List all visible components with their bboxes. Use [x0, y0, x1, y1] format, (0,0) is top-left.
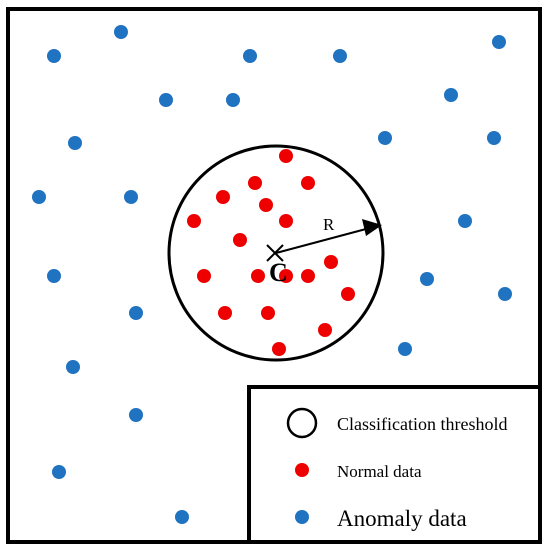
- normal-data-point: [341, 287, 355, 301]
- normal-data-point: [324, 255, 338, 269]
- anomaly-data-point: [243, 49, 257, 63]
- legend-label-classification-threshold: Classification threshold: [337, 414, 507, 434]
- anomaly-data-point: [129, 306, 143, 320]
- circle-outline-icon: [286, 407, 318, 439]
- radius-label: R: [323, 215, 335, 234]
- normal-data-point: [318, 323, 332, 337]
- anomaly-data-point: [420, 272, 434, 286]
- normal-data-point: [187, 214, 201, 228]
- cross-icon: [266, 244, 284, 262]
- anomaly-data-point: [124, 190, 138, 204]
- anomaly-data-point: [159, 93, 173, 107]
- legend-item-normal-data: Normal data: [295, 462, 422, 481]
- anomaly-data-point: [398, 342, 412, 356]
- anomaly-data-point: [68, 136, 82, 150]
- radius-arrow-head: [362, 219, 382, 236]
- anomaly-data-point: [378, 131, 392, 145]
- anomaly-data-point: [47, 269, 61, 283]
- anomaly-data-point: [492, 35, 506, 49]
- normal-data-point: [301, 269, 315, 283]
- anomaly-data-point: [226, 93, 240, 107]
- anomaly-data-point: [66, 360, 80, 374]
- normal-data-point: [233, 233, 247, 247]
- normal-data-point: [259, 198, 273, 212]
- anomaly-data-point: [129, 408, 143, 422]
- anomaly-data-point: [487, 131, 501, 145]
- normal-points: [187, 149, 355, 356]
- anomaly-data-point: [32, 190, 46, 204]
- normal-data-point: [279, 269, 293, 283]
- normal-data-point: [301, 176, 315, 190]
- normal-data-point: [272, 342, 286, 356]
- anomaly-data-point: [47, 49, 61, 63]
- anomaly-data-point: [444, 88, 458, 102]
- center-label: C: [269, 258, 288, 287]
- normal-data-point: [261, 306, 275, 320]
- red-dot-icon: [295, 463, 309, 477]
- legend-label-normal-data: Normal data: [337, 462, 422, 481]
- blue-dot-icon: [295, 510, 309, 524]
- anomaly-data-point: [333, 49, 347, 63]
- normal-data-point: [216, 190, 230, 204]
- normal-data-point: [218, 306, 232, 320]
- radius-arrow-line: [275, 228, 367, 254]
- legend-item-classification-threshold: Classification threshold: [286, 407, 507, 439]
- anomaly-data-point: [458, 214, 472, 228]
- normal-data-point: [279, 149, 293, 163]
- normal-data-point: [197, 269, 211, 283]
- anomaly-points: [32, 25, 512, 524]
- anomaly-data-point: [114, 25, 128, 39]
- anomaly-data-point: [52, 465, 66, 479]
- anomaly-data-point: [175, 510, 189, 524]
- legend-label-anomaly-data: Anomaly data: [337, 506, 467, 531]
- normal-data-point: [279, 214, 293, 228]
- normal-data-point: [248, 176, 262, 190]
- classification-threshold-circle: [167, 144, 385, 362]
- anomaly-data-point: [498, 287, 512, 301]
- legend-item-anomaly-data: Anomaly data: [295, 506, 467, 531]
- normal-data-point: [251, 269, 265, 283]
